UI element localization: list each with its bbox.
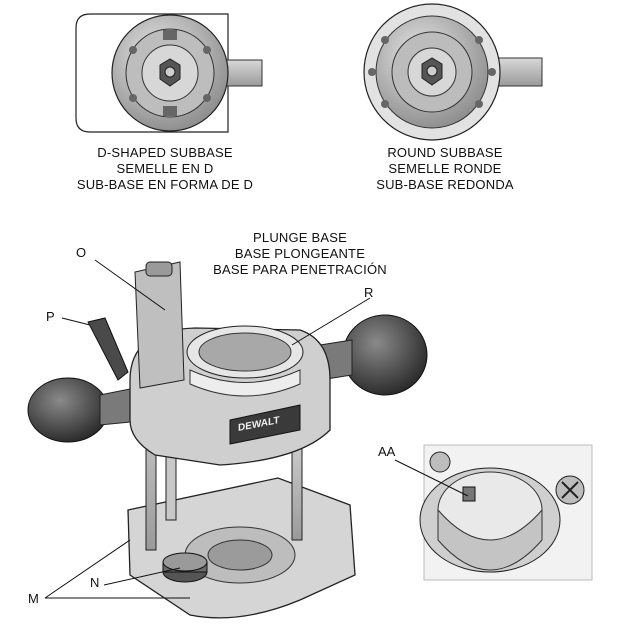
caption-line: SUB-BASE EN FORMA DE D bbox=[76, 177, 254, 192]
caption-line: SUB-BASE REDONDA bbox=[376, 177, 514, 192]
caption-line: PLUNGE BASE bbox=[253, 230, 347, 245]
caption-line: SEMELLE RONDE bbox=[388, 161, 502, 176]
caption-line: ROUND SUBBASE bbox=[387, 145, 503, 160]
d-shaped-subbase-caption: D-SHAPED SUBBASE SEMELLE EN D SUB-BASE E… bbox=[60, 145, 270, 193]
callout-o: O bbox=[76, 245, 87, 260]
caption-line: BASE PARA PENETRACIÓN bbox=[213, 262, 387, 277]
plunge-base-caption: PLUNGE BASE BASE PLONGEANTE BASE PARA PE… bbox=[190, 230, 410, 278]
leader-lines bbox=[44, 259, 469, 599]
callout-p: P bbox=[46, 309, 55, 324]
round-subbase-illustration bbox=[363, 3, 543, 141]
plunge-base-illustration bbox=[27, 261, 428, 619]
d-shaped-subbase-illustration bbox=[75, 13, 263, 133]
callout-aa: AA bbox=[378, 444, 396, 459]
caption-line: SEMELLE EN D bbox=[116, 161, 214, 176]
caption-line: BASE PLONGEANTE bbox=[234, 246, 366, 261]
round-subbase-caption: ROUND SUBBASE SEMELLE RONDE SUB-BASE RED… bbox=[340, 145, 550, 193]
inset-aa-illustration bbox=[419, 444, 593, 581]
callout-n: N bbox=[90, 575, 100, 590]
caption-line: D-SHAPED SUBBASE bbox=[97, 145, 233, 160]
callout-m: M bbox=[28, 591, 39, 606]
callout-r: R bbox=[364, 285, 374, 300]
